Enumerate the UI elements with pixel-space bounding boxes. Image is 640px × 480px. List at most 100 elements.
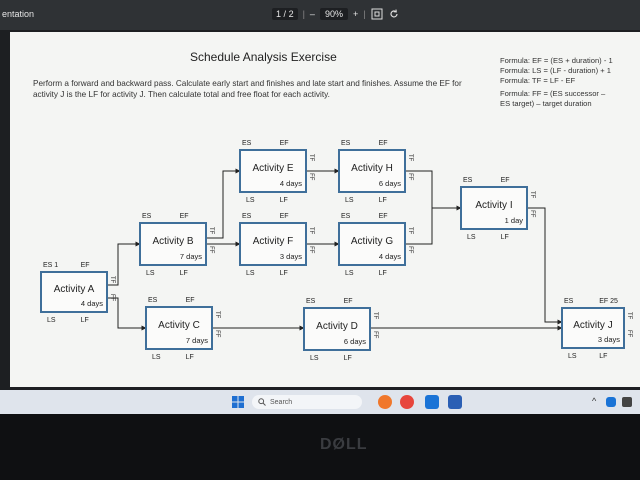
outlook-icon[interactable] <box>425 395 439 409</box>
laptop-logo: DØLL <box>320 436 368 453</box>
early-start-label: ES <box>242 213 252 220</box>
total-float-label: TF <box>529 191 535 199</box>
activity-name: Activity A <box>54 284 95 295</box>
total-float-label: TF <box>214 311 220 319</box>
free-float-label: FF <box>208 246 214 254</box>
activity-box <box>338 222 406 266</box>
zoom-in-button[interactable]: + <box>352 9 359 19</box>
activity-duration: 3 days <box>280 252 302 261</box>
total-float-label: TF <box>208 227 214 235</box>
total-float-label: TF <box>308 154 314 162</box>
arrow-g-i <box>405 208 433 245</box>
formula-ef: Formula: EF = (ES + duration) - 1 <box>500 56 613 65</box>
activity-duration: 1 day <box>505 216 524 225</box>
early-start-label: ES <box>306 298 316 305</box>
activity-name: Activity B <box>152 236 193 247</box>
activity-name: Activity F <box>253 236 294 247</box>
activity-name: Activity D <box>316 321 358 332</box>
late-finish-label: LF <box>599 353 607 360</box>
zoom-out-button[interactable]: – <box>309 9 315 19</box>
activity-box <box>303 307 371 351</box>
early-start-label: ES <box>341 213 351 220</box>
formulas-block: Formula: EF = (ES + duration) - 1 Formul… <box>500 56 630 109</box>
arrow-i-j <box>527 207 563 325</box>
early-finish-label: EF <box>501 177 510 184</box>
taskbar: Search ^ <box>0 390 640 414</box>
taskbar-search[interactable]: Search <box>252 395 362 409</box>
windows-start-icon[interactable] <box>232 396 244 408</box>
early-start-label: ES <box>564 298 574 305</box>
zoom-level[interactable]: 90% <box>319 8 348 20</box>
activity-duration: 6 days <box>379 179 401 188</box>
page-total: 2 <box>288 9 294 19</box>
total-float-label: TF <box>372 312 378 320</box>
app-title: entation <box>2 9 35 19</box>
activity-box <box>239 149 307 193</box>
formula-ls: Formula: LS = (LF - duration) + 1 <box>500 66 611 75</box>
activity-box <box>239 222 307 266</box>
firefox-icon[interactable] <box>378 395 392 409</box>
total-float-label: TF <box>308 227 314 235</box>
free-float-label: FF <box>308 246 314 254</box>
late-finish-label: LF <box>186 354 194 361</box>
page-current: 1 <box>276 9 282 19</box>
late-start-label: LS <box>345 197 354 204</box>
activity-name: Activity H <box>351 163 393 174</box>
search-placeholder: Search <box>270 398 293 406</box>
late-finish-label: LF <box>379 197 387 204</box>
free-float-label: FF <box>214 330 220 338</box>
late-finish-label: LF <box>180 270 188 277</box>
late-start-label: LS <box>246 197 255 204</box>
tray-app-icon[interactable] <box>606 397 616 407</box>
late-finish-label: LF <box>501 234 509 241</box>
arrow-b-e <box>206 168 241 239</box>
early-start-label: ES 1 <box>43 262 58 269</box>
activity-box <box>40 271 108 313</box>
early-start-label: ES <box>142 213 152 220</box>
activity-duration: 7 days <box>186 336 208 345</box>
late-start-label: LS <box>152 354 161 361</box>
free-float-label: FF <box>407 173 413 181</box>
formula-ff: Formula: FF = (ES successor – <box>500 89 606 98</box>
late-start-label: LS <box>568 353 577 360</box>
app-icon[interactable] <box>448 395 462 409</box>
early-finish-label: EF <box>379 213 388 220</box>
late-finish-label: LF <box>344 355 352 362</box>
activity-duration: 7 days <box>180 252 202 261</box>
late-finish-label: LF <box>81 317 89 324</box>
free-float-label: FF <box>308 173 314 181</box>
fit-page-icon[interactable] <box>371 8 383 20</box>
free-float-label: FF <box>109 294 115 302</box>
arrow-a-c <box>107 297 147 331</box>
tray-chevron-icon[interactable]: ^ <box>592 396 597 406</box>
activity-name: Activity I <box>475 200 512 211</box>
activity-name: Activity G <box>351 236 393 247</box>
activity-nodes: Activity A 4 days ES 1 EF LS LF TF FF Activity B… <box>40 140 632 362</box>
separator: | <box>363 9 366 19</box>
page-indicator[interactable]: 1 / 2 <box>272 8 298 20</box>
activity-duration: 3 days <box>598 335 620 344</box>
viewer-toolbar: entation 1 / 2 | – 90% + | <box>0 0 640 30</box>
formula-tf: Formula: TF = LF - EF <box>500 76 576 85</box>
network-diagram: Activity A 4 days ES 1 EF LS LF TF FF Activity B… <box>40 140 632 362</box>
laptop-bezel <box>0 414 640 480</box>
late-start-label: LS <box>246 270 255 277</box>
rotate-icon[interactable] <box>388 8 400 20</box>
search-icon <box>258 398 266 406</box>
chrome-icon[interactable] <box>400 395 414 409</box>
early-start-label: ES <box>463 177 473 184</box>
page-title: Schedule Analysis Exercise <box>190 50 337 64</box>
activity-name: Activity J <box>573 320 612 331</box>
instructions-text: Perform a forward and backward pass. Cal… <box>33 79 462 99</box>
early-finish-label: EF <box>344 298 353 305</box>
activity-duration: 4 days <box>280 179 302 188</box>
total-float-label: TF <box>626 312 632 320</box>
network-icon[interactable] <box>622 397 632 407</box>
total-float-label: TF <box>109 276 115 284</box>
